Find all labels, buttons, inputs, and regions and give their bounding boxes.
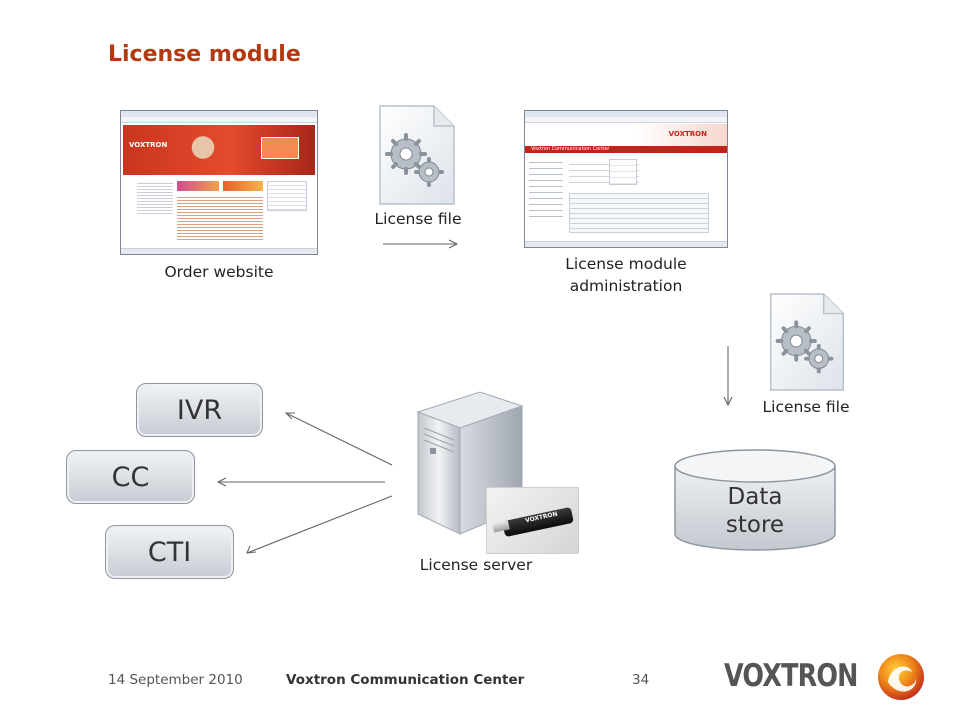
footer-product: Voxtron Communication Center xyxy=(286,672,525,688)
cti-box: CTI xyxy=(105,525,234,579)
voxtron-swirl-icon xyxy=(878,654,924,700)
license-admin-label-line1: License module xyxy=(565,255,687,273)
order-website-screenshot: VOXTRON xyxy=(120,110,318,255)
data-store-label-line1: Data xyxy=(727,484,783,510)
voxtron-logo: VOXTRON xyxy=(724,652,930,702)
slide-title: License module xyxy=(108,42,301,67)
license-file-icon-top xyxy=(379,105,455,205)
license-file-label-right: License file xyxy=(762,398,850,416)
admin-header-text: Voxtron Communication Center xyxy=(531,146,610,152)
data-store-cylinder xyxy=(674,449,836,551)
cc-box: CC xyxy=(66,450,195,504)
license-server-label: License server xyxy=(419,556,533,574)
license-file-icon-right xyxy=(769,293,845,391)
usb-key-photo: VOXTRON xyxy=(486,487,579,554)
license-admin-label-line2: administration xyxy=(569,277,683,295)
footer-date: 14 September 2010 xyxy=(108,672,243,688)
arrow-to-cti xyxy=(246,495,393,554)
data-store-label-line2: store xyxy=(725,512,785,538)
order-website-brand: VOXTRON xyxy=(129,141,168,149)
ivr-box: IVR xyxy=(136,383,263,437)
arrow-to-admin xyxy=(383,239,459,249)
arrow-to-cc xyxy=(216,477,385,487)
order-website-label: Order website xyxy=(164,263,274,281)
voxtron-logo-text: VOXTRON xyxy=(724,658,858,694)
arrow-to-ivr xyxy=(284,412,393,466)
footer-page-number: 34 xyxy=(632,672,650,688)
license-file-label-top: License file xyxy=(374,210,462,228)
admin-screenshot-brand: VOXTRON xyxy=(668,130,707,138)
arrow-to-data-store xyxy=(723,346,733,407)
license-admin-screenshot: VOXTRON Voxtron Communication Center xyxy=(524,110,728,248)
